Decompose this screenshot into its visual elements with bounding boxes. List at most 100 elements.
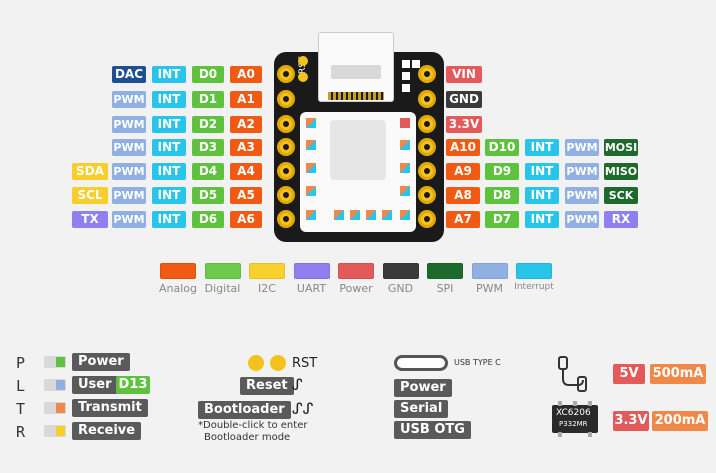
chip-lead [588,401,592,406]
pin-tx-label: TX [72,211,108,228]
usb-c-port-opening [331,65,381,79]
usb-pins [328,92,384,100]
pad-marker [400,140,410,150]
legend-swatch-i2c [249,263,285,279]
gpio-pad-left [277,65,295,83]
int-label: INT [152,139,186,156]
legend-label-uart: UART [296,282,327,295]
legend-label-power: Power [339,282,373,295]
int-label: INT [525,139,559,156]
analog-pin-a10: A10 [446,139,480,156]
pad-marker [400,163,410,173]
click-icon: ᔑ [292,376,303,394]
digital-pin-d4: D4 [192,163,224,180]
reg1-current: 500mA [650,364,706,384]
chip-lead [588,432,592,437]
led-letter-l: L [16,377,26,395]
led-letter-r: R [16,423,26,441]
pin-mosi-label: MOSI [604,139,638,156]
legend-swatch-gnd [382,263,419,279]
legend-label-gnd: GND [387,282,414,295]
digital-pin-d7: D7 [485,211,519,228]
led-label-power: Power [72,353,130,371]
int-label: INT [152,187,186,204]
gpio-pad-right [418,115,436,133]
int-label: INT [525,211,559,228]
legend-label-digital: Digital [204,282,241,295]
power-adapter-icon [558,356,587,392]
pad-marker [306,210,316,220]
pwm-label: PWM [112,139,146,156]
legend-swatch-digital [204,263,241,279]
gpio-pad-right [418,138,436,156]
analog-pin-a1: A1 [230,91,262,108]
legend-label-i2c: I2C [258,282,276,295]
bootloader-label: Bootloader [198,401,291,419]
pin-miso-label: MISO [604,163,638,180]
pad-marker [306,186,316,196]
led-letter-t: T [16,400,26,418]
pad-marker [366,210,376,220]
pwm-label: PWM [565,163,599,180]
bootloader-note-1: *Double-click to enter [198,420,308,431]
gpio-pad-right [418,210,436,228]
digital-pin-d5: D5 [192,187,224,204]
gpio-pad-right [418,186,436,204]
chip-sub: P332MR [559,420,588,428]
chip-lead [558,432,562,437]
dac-label: DAC [112,66,146,83]
usb-type-label: USB TYPE C [454,358,501,367]
gpio-pad-left [277,138,295,156]
led-label-transmit: Transmit [72,399,148,417]
digital-pin-d6: D6 [192,211,224,228]
pwm-label: PWM [565,211,599,228]
usb-c-icon [394,355,448,371]
usb-feature-otg: USB OTG [394,421,471,439]
gpio-pad-left [277,115,295,133]
digital-pin-d0: D0 [192,66,224,83]
pwm-label: PWM [112,211,146,228]
led-label-user: User [72,376,118,394]
pad-marker [350,210,360,220]
led-indicator-user [44,379,66,391]
analog-pin-a2: A2 [230,116,262,133]
int-label: INT [152,116,186,133]
bootloader-note-2: Bootloader mode [204,432,291,443]
pwm-label: PWM [112,91,146,108]
legend-label-analog: Analog [158,282,197,295]
gpio-pad-left [277,186,295,204]
reg2-voltage: 3.3V [613,411,649,431]
int-label: INT [525,163,559,180]
chip-name: XC6206 [556,408,591,418]
pin-sck-label: SCK [604,187,638,204]
pwm-label: PWM [112,116,146,133]
rst-pad-2 [298,72,308,82]
pwm-label: PWM [112,163,146,180]
pad-marker [400,118,410,128]
regulator-chip [552,405,598,433]
rst-label: RST [292,356,318,371]
legend-swatch-analog [160,263,196,279]
pad-marker [400,210,410,220]
analog-pin-a5: A5 [230,187,262,204]
int-label: INT [152,163,186,180]
analog-pin-a8: A8 [446,187,480,204]
legend-swatch-power [338,263,374,279]
pwm-label: PWM [565,139,599,156]
digital-pin-d10: D10 [485,139,519,156]
led-l [402,60,410,68]
usb-feature-serial: Serial [394,400,449,418]
legend-label-interrupt: Interrupt [514,282,554,292]
chip-lead [573,401,577,406]
led-indicator-receive [44,425,66,437]
gpio-pad-right [418,65,436,83]
analog-pin-a3: A3 [230,139,262,156]
pad-marker [306,140,316,150]
digital-pin-d8: D8 [485,187,519,204]
analog-pin-a7: A7 [446,211,480,228]
pin-scl-label: SCL [72,187,108,204]
usb-feature-power: Power [394,379,452,397]
gpio-pad-left [277,90,295,108]
usb-c-connector [318,32,394,102]
pin-sda-label: SDA [72,163,108,180]
